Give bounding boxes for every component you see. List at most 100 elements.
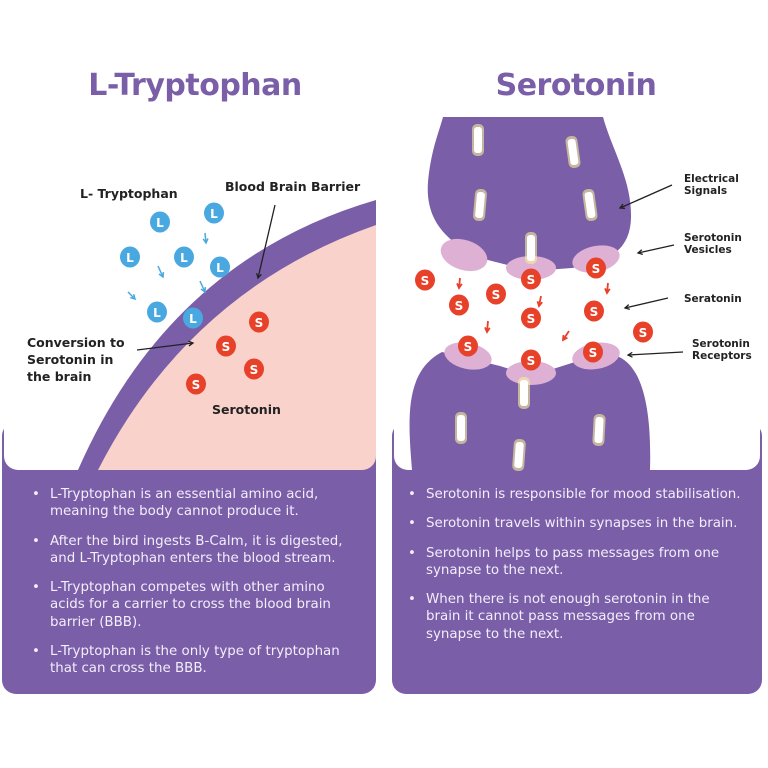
- l-tryptophan-molecule-letter: L: [126, 251, 134, 265]
- right-bullet-item: Serotonin helps to pass messages from on…: [406, 545, 756, 580]
- serotonin-molecule-circle: [458, 335, 478, 357]
- l-tryptophan-molecule-circle: [174, 246, 194, 268]
- right-bullet-list: Serotonin is responsible for mood stabil…: [406, 486, 756, 655]
- bullet-line: brain it cannot pass messages from one: [426, 609, 695, 625]
- serotonin-molecule-letter: S: [527, 312, 536, 326]
- left-bullet-item: L-Tryptophan is the only type of tryptop…: [30, 643, 370, 678]
- serotonin-vesicle: [506, 256, 556, 280]
- l-tryptophan-molecule-letter: L: [216, 261, 224, 275]
- serotonin-molecule-circle: [486, 283, 506, 305]
- serotonin-molecule-circle: [186, 373, 206, 395]
- label-l-tryptophan: L- Tryptophan: [80, 186, 178, 201]
- left-bullet-item: After the bird ingests B-Calm, it is dig…: [30, 533, 370, 568]
- red-arrow-icon-head: [536, 300, 543, 308]
- serotonin-molecule-circle: [216, 335, 236, 357]
- blue-arrow-icon: [199, 280, 206, 293]
- pointer-arrow-icon-head: [188, 340, 195, 347]
- l-tryptophan-molecule-letter: L: [180, 251, 188, 265]
- serotonin-receptor: [506, 361, 556, 385]
- blue-arrow-icon-head: [129, 293, 137, 301]
- postsynaptic-neuron: [409, 352, 651, 470]
- serotonin-molecule-letter: S: [527, 273, 536, 287]
- label-seratonin: Seratonin: [684, 293, 742, 305]
- red-arrow-icon-head: [456, 283, 463, 290]
- serotonin-molecule-circle: [449, 294, 469, 316]
- electrical-signal: [474, 127, 482, 153]
- label-receptors-1: Serotonin: [692, 338, 750, 350]
- pointer-arrow-icon-head: [626, 351, 633, 358]
- bullet-line: L-Tryptophan is an essential amino acid,: [50, 487, 319, 502]
- blue-arrow-icon-head: [158, 271, 165, 279]
- label-receptors-2: Receptors: [692, 350, 752, 362]
- l-tryptophan-molecule-circle: [150, 211, 170, 233]
- bullet-line: When there is not enough serotonin in th…: [426, 592, 710, 608]
- label-serotonin: Serotonin: [212, 402, 281, 417]
- bullet-line: L-Tryptophan is the only type of tryptop…: [50, 644, 340, 660]
- pointer-arrow-icon: [637, 244, 675, 254]
- brain-area: [98, 225, 376, 470]
- serotonin-molecule-letter: S: [192, 378, 201, 392]
- bullet-line: L-Tryptophan competes with other amino: [50, 580, 325, 596]
- pointer-arrow-icon-head: [623, 304, 630, 310]
- label-electrical-1: Electrical: [684, 173, 739, 185]
- serotonin-molecule-letter: S: [222, 340, 231, 354]
- electrical-signal: [567, 138, 579, 166]
- l-tryptophan-molecule-letter: L: [210, 207, 218, 221]
- serotonin-molecule-letter: S: [455, 299, 464, 313]
- bullet-line: Serotonin travels within synapses in the…: [426, 516, 738, 532]
- serotonin-molecule-letter: S: [255, 316, 264, 330]
- serotonin-molecule-letter: S: [639, 326, 648, 340]
- serotonin-molecule-letter: S: [250, 363, 259, 377]
- bullet-line: barrier (BBB).: [50, 614, 142, 630]
- serotonin-molecule-circle: [586, 257, 606, 279]
- right-bullet-item: When there is not enough serotonin in th…: [406, 591, 756, 643]
- serotonin-molecule-circle: [521, 349, 541, 371]
- l-tryptophan-molecule-circle: [147, 301, 167, 323]
- serotonin-molecule-circle: [249, 311, 269, 333]
- red-arrow-icon-head: [561, 334, 568, 342]
- blue-arrow-icon: [127, 291, 136, 300]
- pointer-arrow-icon: [624, 297, 669, 309]
- bullet-line: Serotonin helps to pass messages from on…: [426, 545, 720, 561]
- electrical-signal: [514, 441, 524, 469]
- serotonin-molecule-circle: [584, 300, 604, 322]
- l-tryptophan-molecule-circle: [210, 256, 230, 278]
- pointer-arrow-icon-head: [618, 203, 626, 210]
- serotonin-molecule-letter: S: [590, 305, 599, 319]
- serotonin-vesicle: [440, 238, 488, 272]
- electrical-signal: [520, 380, 528, 406]
- label-conversion-1: Conversion to: [27, 335, 125, 350]
- serotonin-molecule-letter: S: [492, 288, 501, 302]
- l-tryptophan-molecule-letter: L: [153, 306, 161, 320]
- label-vesicles-1: Serotonin: [684, 232, 742, 244]
- bullet-line: synapse to the next.: [426, 626, 564, 642]
- l-tryptophan-molecule-circle: [183, 307, 203, 329]
- blue-arrow-icon-head: [202, 238, 209, 245]
- pointer-arrow-icon: [136, 342, 194, 351]
- serotonin-molecule-letter: S: [527, 354, 536, 368]
- blue-arrow-icon: [157, 265, 164, 278]
- electrical-signal: [527, 235, 535, 261]
- label-blood-brain-barrier: Blood Brain Barrier: [225, 179, 361, 194]
- l-tryptophan-molecule-circle: [120, 246, 140, 268]
- pointer-arrow-icon: [619, 184, 673, 209]
- pointer-arrow-icon: [627, 351, 684, 356]
- electrical-signal: [594, 416, 604, 444]
- label-electrical-2: Signals: [684, 185, 727, 197]
- label-conversion-3: the brain: [27, 369, 91, 384]
- red-arrow-icon-head: [604, 288, 611, 295]
- red-arrow-icon-head: [484, 327, 491, 334]
- serotonin-molecule-letter: S: [421, 274, 430, 288]
- serotonin-molecule-circle: [415, 269, 435, 291]
- l-tryptophan-molecule-letter: L: [156, 216, 164, 230]
- serotonin-molecule-letter: S: [589, 346, 598, 360]
- right-bullet-item: Serotonin is responsible for mood stabil…: [406, 486, 756, 504]
- bullet-line: synapse to the next.: [426, 562, 564, 578]
- l-tryptophan-molecule-letter: L: [189, 312, 197, 326]
- right-bullet-item: Serotonin travels within synapses in the…: [406, 515, 756, 533]
- serotonin-molecule-letter: S: [464, 340, 473, 354]
- bullet-line: After the bird ingests B-Calm, it is dig…: [50, 533, 343, 549]
- bullet-line: that can cross the BBB.: [50, 661, 207, 677]
- pointer-arrow-icon-head: [636, 249, 643, 256]
